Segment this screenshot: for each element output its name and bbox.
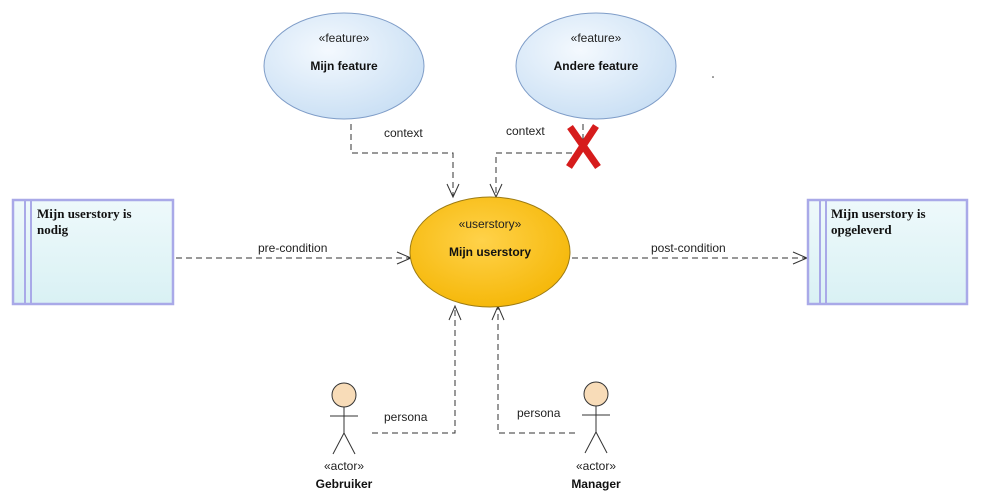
persona-connector-right[interactable] <box>497 306 575 434</box>
state-box-opgeleverd[interactable]: Mijn userstory is opgeleverd <box>806 198 969 306</box>
userstory-ellipse-shape <box>409 196 571 308</box>
reject-x-icon <box>566 124 601 170</box>
userstory-stereotype: «userstory» <box>459 217 522 231</box>
state-box-nodig[interactable]: Mijn userstory is nodig <box>11 198 175 306</box>
actor-name: Gebruiker <box>316 477 373 491</box>
arrowhead-context-left <box>446 183 460 199</box>
state-box-shape <box>806 198 969 306</box>
state-label-line1: Mijn userstory is <box>831 206 926 221</box>
actor-gebruiker[interactable]: «actor» Gebruiker <box>316 382 373 491</box>
context-connector-left[interactable] <box>350 124 454 196</box>
state-label-line2: nodig <box>37 222 69 237</box>
stick-figure-icon <box>330 382 358 455</box>
persona-label-left: persona <box>384 410 428 424</box>
state-label-line1: Mijn userstory is <box>37 206 132 221</box>
pre-condition-label: pre-condition <box>258 241 327 255</box>
context-connector-right[interactable] <box>495 124 584 196</box>
state-box-shape <box>11 198 175 306</box>
stray-dot <box>712 76 714 78</box>
post-condition-label: post-condition <box>651 241 726 255</box>
feature-andere-feature[interactable]: «feature» Andere feature <box>515 12 677 120</box>
persona-label-right: persona <box>517 406 561 420</box>
arrowhead-persona-left <box>448 304 462 321</box>
actor-stereotype: «actor» <box>576 459 616 473</box>
feature-stereotype: «feature» <box>319 31 370 45</box>
feature-mijn-feature[interactable]: «feature» Mijn feature <box>263 12 425 120</box>
userstory-name: Mijn userstory <box>449 245 531 259</box>
actor-stereotype: «actor» <box>324 459 364 473</box>
state-label-line2: opgeleverd <box>831 222 892 237</box>
feature-name: Mijn feature <box>310 59 378 73</box>
context-label-left: context <box>384 126 423 140</box>
feature-name: Andere feature <box>554 59 639 73</box>
stick-figure-icon <box>582 381 610 454</box>
actor-manager[interactable]: «actor» Manager <box>571 381 621 491</box>
feature-ellipse-shape <box>515 12 677 120</box>
userstory-mijn-userstory[interactable]: «userstory» Mijn userstory <box>409 196 571 308</box>
feature-stereotype: «feature» <box>571 31 622 45</box>
context-label-right: context <box>506 124 545 138</box>
persona-connector-left[interactable] <box>372 306 456 434</box>
feature-ellipse-shape <box>263 12 425 120</box>
actor-name: Manager <box>571 477 621 491</box>
